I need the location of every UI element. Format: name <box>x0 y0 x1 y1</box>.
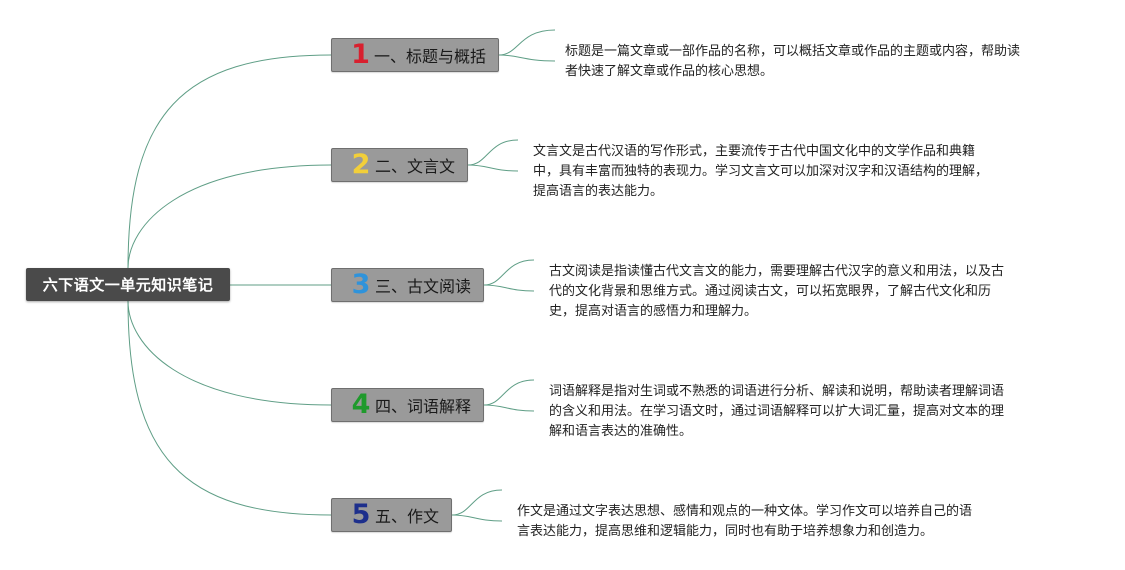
topic-node-5[interactable]: 5 五、作文 <box>331 498 452 532</box>
topic-number-4: 4 <box>351 389 371 420</box>
fork-connector-lower-4 <box>483 404 535 412</box>
fork-connector-lower-3 <box>483 284 535 292</box>
description-line: 古文阅读是指读懂古代文言文的能力，需要理解古代汉字的意义和用法，以及古 <box>549 264 1005 279</box>
root-label: 六下语文一单元知识笔记 <box>42 276 214 294</box>
topic-node-2[interactable]: 2 二、文言文 <box>331 148 468 182</box>
description-line: 标题是一篇文章或一部作品的名称，可以概括文章或作品的主题或内容，帮助读 <box>565 44 1021 59</box>
topic-node-4[interactable]: 4 四、词语解释 <box>331 388 484 422</box>
topic-node-3[interactable]: 3 三、古文阅读 <box>331 268 484 302</box>
description-line: 提高语言的表达能力。 <box>533 184 664 199</box>
topic-description-2: 文言文是古代汉语的写作形式，主要流传于古代中国文化中的文学作品和典籍 中，具有丰… <box>533 142 1053 202</box>
description-line: 代的文化背景和思维方式。通过阅读古文，可以拓宽眼界，了解古代文化和历 <box>549 284 992 299</box>
fork-connector-lower-1 <box>498 54 556 62</box>
topic-description-3: 古文阅读是指读懂古代文言文的能力，需要理解古代汉字的意义和用法，以及古 代的文化… <box>549 262 1069 322</box>
topic-number-5: 5 <box>351 499 371 530</box>
description-line: 言表达能力，提高思维和逻辑能力，同时也有助于培养想象力和创造力。 <box>517 524 934 539</box>
topic-description-4: 词语解释是指对生词或不熟悉的词语进行分析、解读和说明，帮助读者理解词语 的含义和… <box>549 382 1069 442</box>
topic-label-2: 二、文言文 <box>374 157 455 176</box>
description-line: 史，提高对语言的感悟力和理解力。 <box>549 304 758 319</box>
topic-label-3: 三、古文阅读 <box>374 277 471 296</box>
description-line: 的含义和用法。在学习语文时，通过词语解释可以扩大词汇量，提高对文本的理 <box>549 404 1005 419</box>
fork-connector-upper-4 <box>483 379 535 406</box>
description-line: 解和语言表达的准确性。 <box>549 424 693 439</box>
topic-number-3: 3 <box>351 269 371 300</box>
description-line: 者快速了解文章或作品的核心思想。 <box>565 64 774 79</box>
description-line: 中，具有丰富而独特的表现力。学习文言文可以加深对汉字和汉语结构的理解， <box>533 164 989 179</box>
branch-connector-2 <box>127 164 332 269</box>
fork-connector-upper-5 <box>451 489 503 516</box>
topic-label-1: 一、标题与概括 <box>373 47 486 66</box>
fork-connector-lower-5 <box>451 514 503 522</box>
topic-label-5: 五、作文 <box>374 507 439 526</box>
topic-description-1: 标题是一篇文章或一部作品的名称，可以概括文章或作品的主题或内容，帮助读 者快速了… <box>565 42 1085 82</box>
fork-connector-upper-2 <box>467 139 519 166</box>
root-node[interactable]: 六下语文一单元知识笔记 <box>26 268 230 301</box>
fork-connector-upper-3 <box>483 259 535 286</box>
branch-connector-5 <box>127 300 332 516</box>
description-line: 文言文是古代汉语的写作形式，主要流传于古代中国文化中的文学作品和典籍 <box>533 144 976 159</box>
topic-description-5: 作文是通过文字表达思想、感情和观点的一种文体。学习作文可以培养自己的语 言表达能… <box>517 502 1037 542</box>
topic-number-2: 2 <box>351 149 371 180</box>
topic-label-4: 四、词语解释 <box>374 397 471 416</box>
branch-connector-1 <box>127 54 332 269</box>
branch-connector-4 <box>127 300 332 406</box>
fork-connector-upper-1 <box>498 29 556 56</box>
fork-connector-lower-2 <box>467 164 519 172</box>
topic-number-1: 1 <box>351 39 370 70</box>
description-line: 作文是通过文字表达思想、感情和观点的一种文体。学习作文可以培养自己的语 <box>517 504 973 519</box>
topic-node-1[interactable]: 1 一、标题与概括 <box>331 38 499 72</box>
description-line: 词语解释是指对生词或不熟悉的词语进行分析、解读和说明，帮助读者理解词语 <box>549 384 1005 399</box>
